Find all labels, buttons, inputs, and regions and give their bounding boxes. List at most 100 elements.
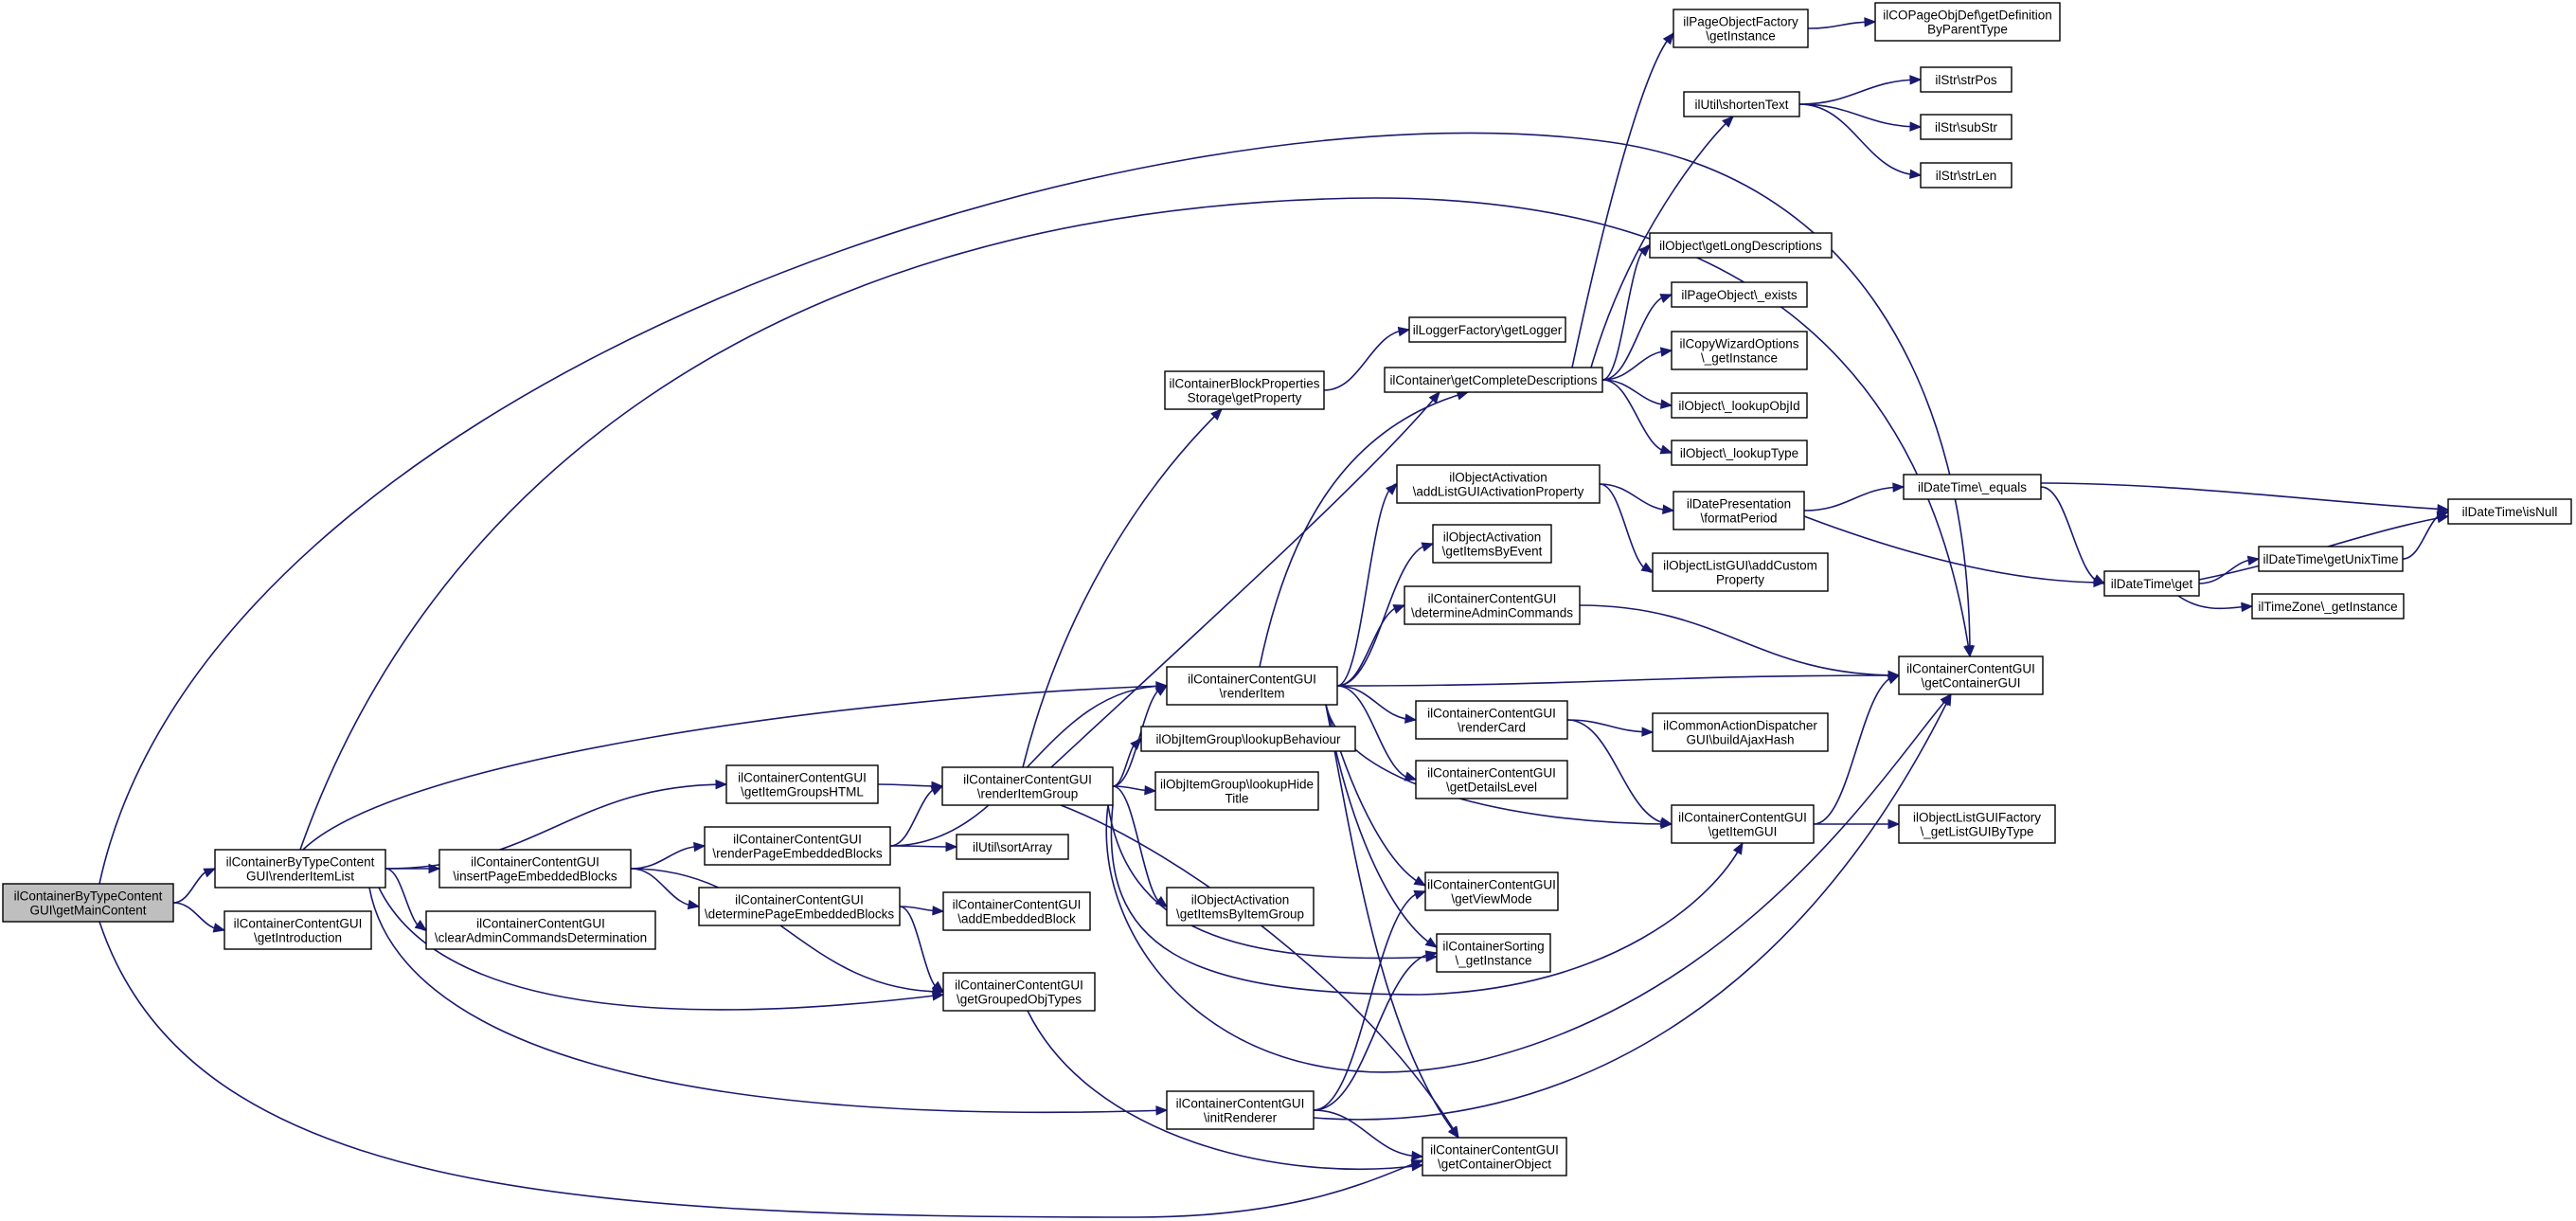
- node-label: ilDateTime\getUnixTime: [2263, 552, 2398, 566]
- node-label: \renderPageEmbeddedBlocks: [712, 847, 883, 861]
- node-copyWizardGetInstance[interactable]: ilCopyWizardOptions\_getInstance: [1671, 331, 1808, 370]
- node-getItemsByItemGroup[interactable]: ilObjectActivation\getItemsByItemGroup: [1166, 887, 1315, 926]
- node-formatPeriod[interactable]: ilDatePresentation\formatPeriod: [1673, 491, 1805, 530]
- node-label: ByParentType: [1927, 23, 2008, 37]
- node-box: [1671, 281, 1808, 308]
- node-determinePageEmbeddedBlocks[interactable]: ilContainerContentGUI\determinePageEmbed…: [698, 887, 901, 926]
- arrowhead: [1428, 390, 1440, 404]
- node-clearAdminCommands[interactable]: ilContainerContentGUI\clearAdminCommands…: [425, 910, 656, 950]
- node-box: [1898, 655, 2044, 695]
- edge-shortenText-to-strPos: [1798, 75, 1923, 105]
- node-renderItem[interactable]: ilContainerContentGUI\renderItem: [1166, 666, 1338, 706]
- node-box: [1424, 871, 1559, 911]
- edge-line: [1336, 685, 1417, 721]
- node-buildAjaxHash[interactable]: ilCommonActionDispatcherGUI\buildAjaxHas…: [1652, 712, 1829, 752]
- node-renderPageEmbeddedBlocks[interactable]: ilContainerContentGUI\renderPageEmbedded…: [704, 826, 891, 866]
- node-label: \_getInstance: [1455, 954, 1531, 968]
- edge-root-to-getIntroduction: [172, 902, 226, 933]
- node-sortArray[interactable]: ilUtil\sortArray: [956, 834, 1069, 860]
- node-pageObjFactoryGetInstance[interactable]: ilPageObjectFactory\getInstance: [1673, 9, 1809, 48]
- node-lookupBehaviour[interactable]: ilObjItemGroup\lookupBehaviour: [1140, 726, 1356, 752]
- node-label: ilObjItemGroup\lookupHide: [1160, 778, 1314, 792]
- node-label: ilContainerContentGUI: [738, 771, 867, 785]
- edge-line: [1110, 804, 1744, 996]
- node-label: ilContainerContentGUI: [1430, 1143, 1559, 1158]
- node-getContainerObject[interactable]: ilContainerContentGUI\getContainerObject: [1422, 1137, 1567, 1176]
- node-getContainerGUI[interactable]: ilContainerContentGUI\getContainerGUI: [1898, 655, 2044, 695]
- node-getIntroduction[interactable]: ilContainerContentGUI\getIntroduction: [224, 910, 372, 950]
- node-sortingGetInstance[interactable]: ilContainerSorting\_getInstance: [1436, 933, 1551, 973]
- node-strPos[interactable]: ilStr\strPos: [1920, 66, 2012, 93]
- node-getCompleteDescriptions[interactable]: ilContainer\getCompleteDescriptions: [1384, 367, 1603, 393]
- edge-dtGet-to-tzGetInstance: [2177, 595, 2254, 613]
- node-dtGet[interactable]: ilDateTime\get: [2103, 570, 2200, 597]
- node-getItemGroupsHTML[interactable]: ilContainerContentGUI\getItemGroupsHTML: [725, 764, 879, 804]
- node-pageObjectExists[interactable]: ilPageObject\_exists: [1671, 281, 1808, 308]
- arrowhead: [1411, 1150, 1424, 1161]
- edge-renderPageEmbeddedBlocks-to-sortArray: [889, 841, 958, 853]
- node-getLongDescriptions[interactable]: ilObject\getLongDescriptions: [1649, 232, 1833, 259]
- node-box: [1683, 91, 1800, 117]
- node-determineAdminCommands[interactable]: ilContainerContentGUI\determineAdminComm…: [1404, 585, 1581, 625]
- node-subStr[interactable]: ilStr\subStr: [1920, 114, 2012, 140]
- node-box: [1673, 9, 1809, 48]
- edge-renderItem-to-addListGUIActivationProperty: [1336, 483, 1398, 687]
- node-getGroupedObjTypes[interactable]: ilContainerContentGUI\getGroupedObjTypes: [942, 972, 1096, 1012]
- node-getViewMode[interactable]: ilContainerContentGUI\getViewMode: [1424, 871, 1559, 911]
- node-label: ilContainerContentGUI: [1176, 1097, 1305, 1111]
- edge-initRenderer-to-sortingGetInstance: [1313, 950, 1439, 1111]
- node-getUnixTime[interactable]: ilDateTime\getUnixTime: [2258, 546, 2404, 572]
- node-getLogger[interactable]: ilLoggerFactory\getLogger: [1408, 316, 1566, 343]
- node-blockPropGetProperty[interactable]: ilContainerBlockPropertiesStorage\getPro…: [1164, 370, 1325, 410]
- node-initRenderer[interactable]: ilContainerContentGUI\initRenderer: [1166, 1090, 1315, 1130]
- edge-renderItemGroup-to-renderItem: [1112, 685, 1169, 787]
- node-renderCard[interactable]: ilContainerContentGUI\renderCard: [1415, 700, 1568, 740]
- edge-initRenderer-to-getContainerObject: [1313, 1109, 1424, 1161]
- edge-determinePageEmbeddedBlocks-to-getGroupedObjTypes: [899, 906, 945, 993]
- node-getListGUIByType[interactable]: ilObjectListGUIFactory\_getListGUIByType: [1898, 804, 2056, 844]
- node-tzGetInstance[interactable]: ilTimeZone\_getInstance: [2251, 593, 2405, 619]
- edge-getCompleteDescriptions-to-pageObjFactoryGetInstance: [1571, 31, 1674, 368]
- node-addEmbeddedBlock[interactable]: ilContainerContentGUI\addEmbeddedBlock: [942, 891, 1091, 931]
- edge-line: [1599, 483, 1654, 573]
- node-addListGUIActivationProperty[interactable]: ilObjectActivation\addListGUIActivationP…: [1396, 464, 1601, 504]
- node-box: [941, 766, 1114, 806]
- node-box: [214, 849, 386, 889]
- node-root[interactable]: ilContainerByTypeContentGUI\getMainConte…: [2, 883, 174, 923]
- node-box: [1673, 491, 1805, 530]
- node-strLen[interactable]: ilStr\strLen: [1920, 162, 2012, 189]
- edge-line: [889, 685, 1168, 847]
- node-isNull[interactable]: ilDateTime\isNull: [2447, 498, 2572, 525]
- node-renderItemList[interactable]: ilContainerByTypeContentGUI\renderItemLi…: [214, 849, 386, 889]
- node-lookupType[interactable]: ilObject\_lookupType: [1671, 440, 1808, 466]
- node-box: [1166, 887, 1315, 926]
- arrowhead: [1404, 713, 1418, 724]
- edge-renderItemGroup-to-getContainerObject: [1060, 804, 1459, 1140]
- arrowhead: [1963, 644, 1974, 658]
- arrowhead: [1392, 604, 1406, 614]
- arrowhead: [1732, 841, 1744, 855]
- node-getItemGUI[interactable]: ilContainerContentGUI\getItemGUI: [1671, 804, 1815, 844]
- node-label: ilContainerContentGUI: [1906, 662, 2035, 676]
- node-box: [1166, 666, 1338, 706]
- node-box: [438, 849, 632, 889]
- edge-initRenderer-to-getViewMode: [1313, 889, 1427, 1111]
- node-renderItemGroup[interactable]: ilContainerContentGUI\renderItemGroup: [941, 766, 1114, 806]
- node-lookupObjId[interactable]: ilObject\_lookupObjId: [1671, 392, 1808, 419]
- arrowhead: [1447, 1125, 1459, 1140]
- node-insertPageEmbeddedBlocks[interactable]: ilContainerContentGUI\insertPageEmbedded…: [438, 849, 632, 889]
- node-getDetailsLevel[interactable]: ilContainerContentGUI\getDetailsLevel: [1415, 760, 1568, 799]
- edge-line: [1336, 483, 1398, 687]
- node-label: ilObjItemGroup\lookupBehaviour: [1155, 732, 1341, 746]
- arrowhead: [414, 920, 428, 931]
- arrowhead: [687, 899, 701, 910]
- node-shortenText[interactable]: ilUtil\shortenText: [1683, 91, 1800, 117]
- edge-line: [899, 906, 944, 993]
- node-getItemsByEvent[interactable]: ilObjectActivation\getItemsByEvent: [1432, 524, 1552, 564]
- node-box: [1404, 585, 1581, 625]
- arrowhead: [1722, 116, 1734, 128]
- node-dtEquals[interactable]: ilDateTime\_equals: [1903, 474, 2042, 500]
